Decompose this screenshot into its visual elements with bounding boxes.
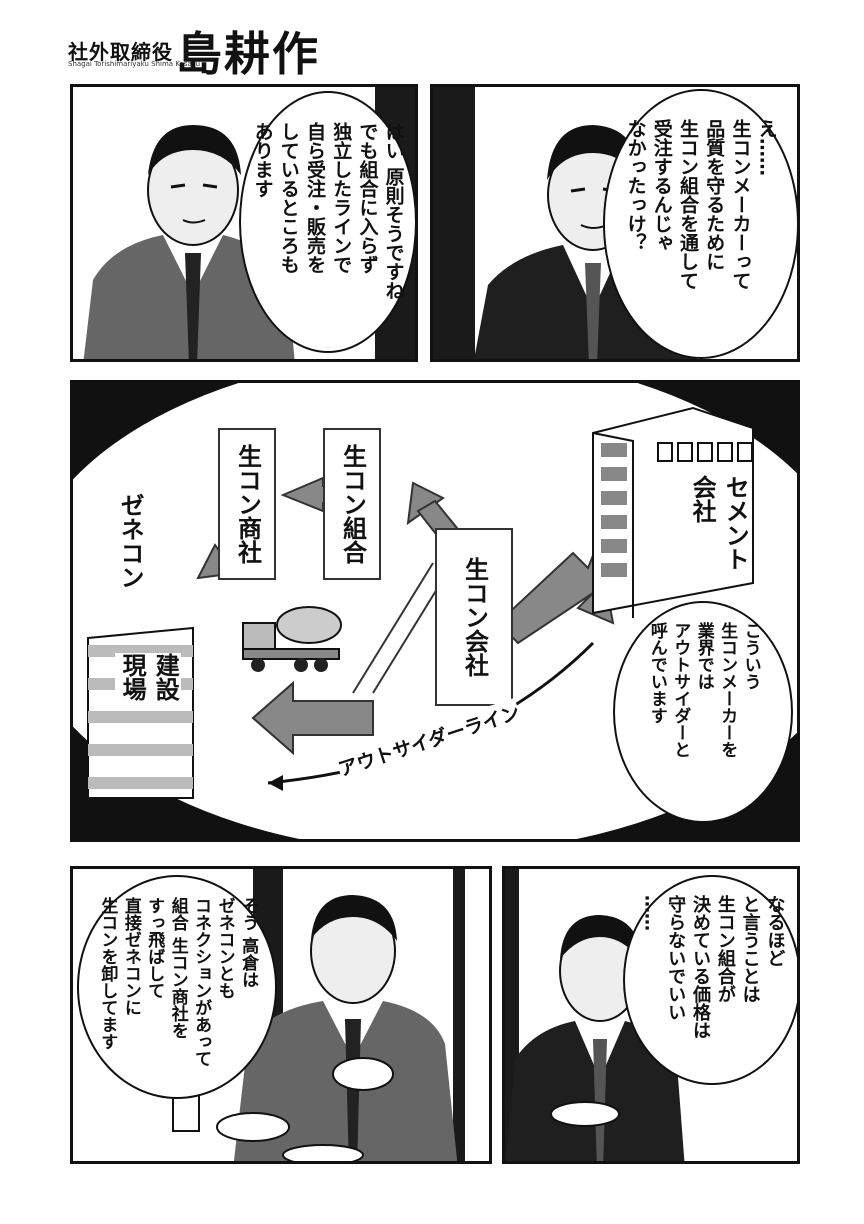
speech-bubble-left: そう 高倉は ゼネコンとも コネクションがあって 組合 生コン商社を すっ飛ばし…	[77, 875, 277, 1099]
panel-3-right: なるほど と言うことは 生コン組合が 決めている価格は 守らないでいい ……	[502, 866, 800, 1164]
panel-2-diagram: セメント 会社 生コン会社 生コン組合 生コン商社 ゼネコン 建設 現場 アウト…	[70, 380, 800, 842]
series-title: 社外取締役	[68, 40, 173, 64]
speech-text: こういう 生コンメーカーを 業界では アウトサイダーと 呼んでいます	[646, 622, 761, 758]
label-construction-site: 建設 現場	[115, 653, 182, 701]
label-cement-company: セメント 会社	[685, 475, 752, 571]
mixer-truck-illustration	[242, 606, 342, 672]
panel-1-left: はい 原則そうですね でも組合に入らず 独立したラインで 自ら受注・販売を して…	[70, 84, 418, 362]
speech-bubble-right: なるほど と言うことは 生コン組合が 決めている価格は 守らないでいい ……	[623, 875, 797, 1085]
panel-3-left: そう 高倉は ゼネコンとも コネクションがあって 組合 生コン商社を すっ飛ばし…	[70, 866, 492, 1164]
title-logo: 島耕作	[176, 27, 320, 81]
speech-bubble-right: え…… 生コンメーカーって 品質を守るために 生コン組合を通して 受注するんじゃ…	[603, 89, 797, 359]
shima-eating-illustration	[505, 915, 685, 1161]
businessman-eating-illustration	[233, 895, 458, 1161]
panel-1-right: え…… 生コンメーカーって 品質を守るために 生コン組合を通して 受注するんじゃ…	[430, 84, 800, 362]
businessman-illustration	[83, 125, 295, 359]
label-namacon-trader: 生コン商社	[218, 428, 276, 580]
label-general-contractor: ゼネコン	[116, 493, 145, 589]
label-namacon-union: 生コン組合	[323, 428, 381, 580]
speech-text: なるほど と言うことは 生コン組合が 決めている価格は 守らないでいい ……	[640, 895, 786, 1039]
speech-text: え…… 生コンメーカーって 品質を守るために 生コン組合を通して 受注するんじゃ…	[624, 119, 778, 290]
speech-bubble-left: はい 原則そうですね でも組合に入らず 独立したラインで 自ら受注・販売を して…	[239, 91, 415, 353]
speech-text: はい 原則そうですね でも組合に入らず 独立したラインで 自ら受注・販売を して…	[251, 122, 405, 300]
speech-bubble-diagram: こういう 生コンメーカーを 業界では アウトサイダーと 呼んでいます	[613, 601, 793, 823]
label-namacon-company: 生コン会社	[435, 528, 513, 706]
speech-text: そう 高倉は ゼネコンとも コネクションがあって 組合 生コン商社を すっ飛ばし…	[97, 897, 259, 1067]
table-illustration	[172, 1090, 364, 1161]
series-subtitle: Shagai Torishimariyaku Shima Kosaku	[68, 60, 201, 68]
series-header: 社外取締役 Shagai Torishimariyaku Shima Kosak…	[68, 14, 398, 81]
